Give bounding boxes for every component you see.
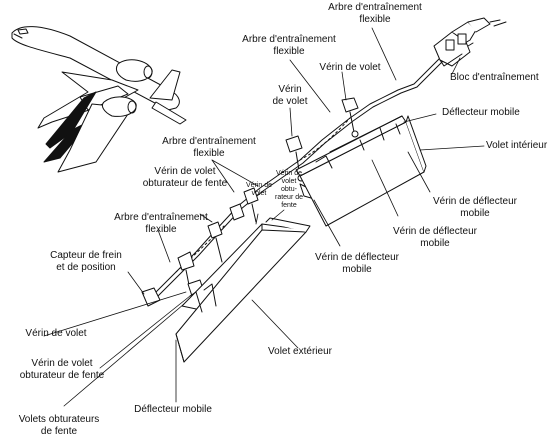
label-gap-flaps: Volets obturateurs de fente [18, 414, 100, 437]
drive-block [433, 17, 507, 67]
label-spoiler-actuator-1: Vérin de déflecteur mobile [433, 196, 517, 219]
leader-lines [43, 27, 485, 407]
label-flexible-shaft-top: Arbre d'entraînement flexible [328, 2, 422, 25]
label-flap-actuator-left: Vérin de volet [25, 328, 87, 339]
label-outer-flap: Volet extérieur [268, 346, 332, 357]
aircraft-icon [11, 26, 187, 173]
label-flap-actuator-mid: Vérin de volet [272, 84, 308, 107]
label-spoiler-top: Déflecteur mobile [442, 107, 520, 118]
label-flexible-shaft-3: Arbre d'entraînement flexible [162, 136, 256, 159]
label-spoiler-actuator-3: Vérin de déflecteur mobile [315, 252, 399, 275]
label-spoiler-bottom: Déflecteur mobile [134, 404, 212, 415]
actuators [141, 97, 359, 307]
label-gap-flap-actuator-left: Vérin de volet obturateur de fente [19, 358, 105, 381]
label-flap-actuator-small: Vérin de volet [245, 182, 273, 197]
label-inner-flap: Volet intérieur [486, 140, 548, 151]
label-flexible-shaft-2: Arbre d'entraînement flexible [242, 34, 336, 57]
inner-flap [295, 115, 427, 227]
label-flexible-shaft-4: Arbre d'entraînement flexible [114, 212, 208, 235]
label-gap-flap-actuator-small: Vérin de volet obtu- rateur de fente [274, 170, 304, 209]
outer-flap [175, 217, 311, 363]
label-brake-position-sensor: Capteur de frein et de position [50, 250, 122, 273]
label-gap-flap-actuator-top: Vérin de volet obturateur de fente [142, 166, 228, 189]
label-flap-actuator-top: Vérin de volet [319, 62, 381, 73]
label-drive-block: Bloc d'entraînement [450, 72, 539, 83]
label-spoiler-actuator-2: Vérin de déflecteur mobile [393, 226, 477, 249]
